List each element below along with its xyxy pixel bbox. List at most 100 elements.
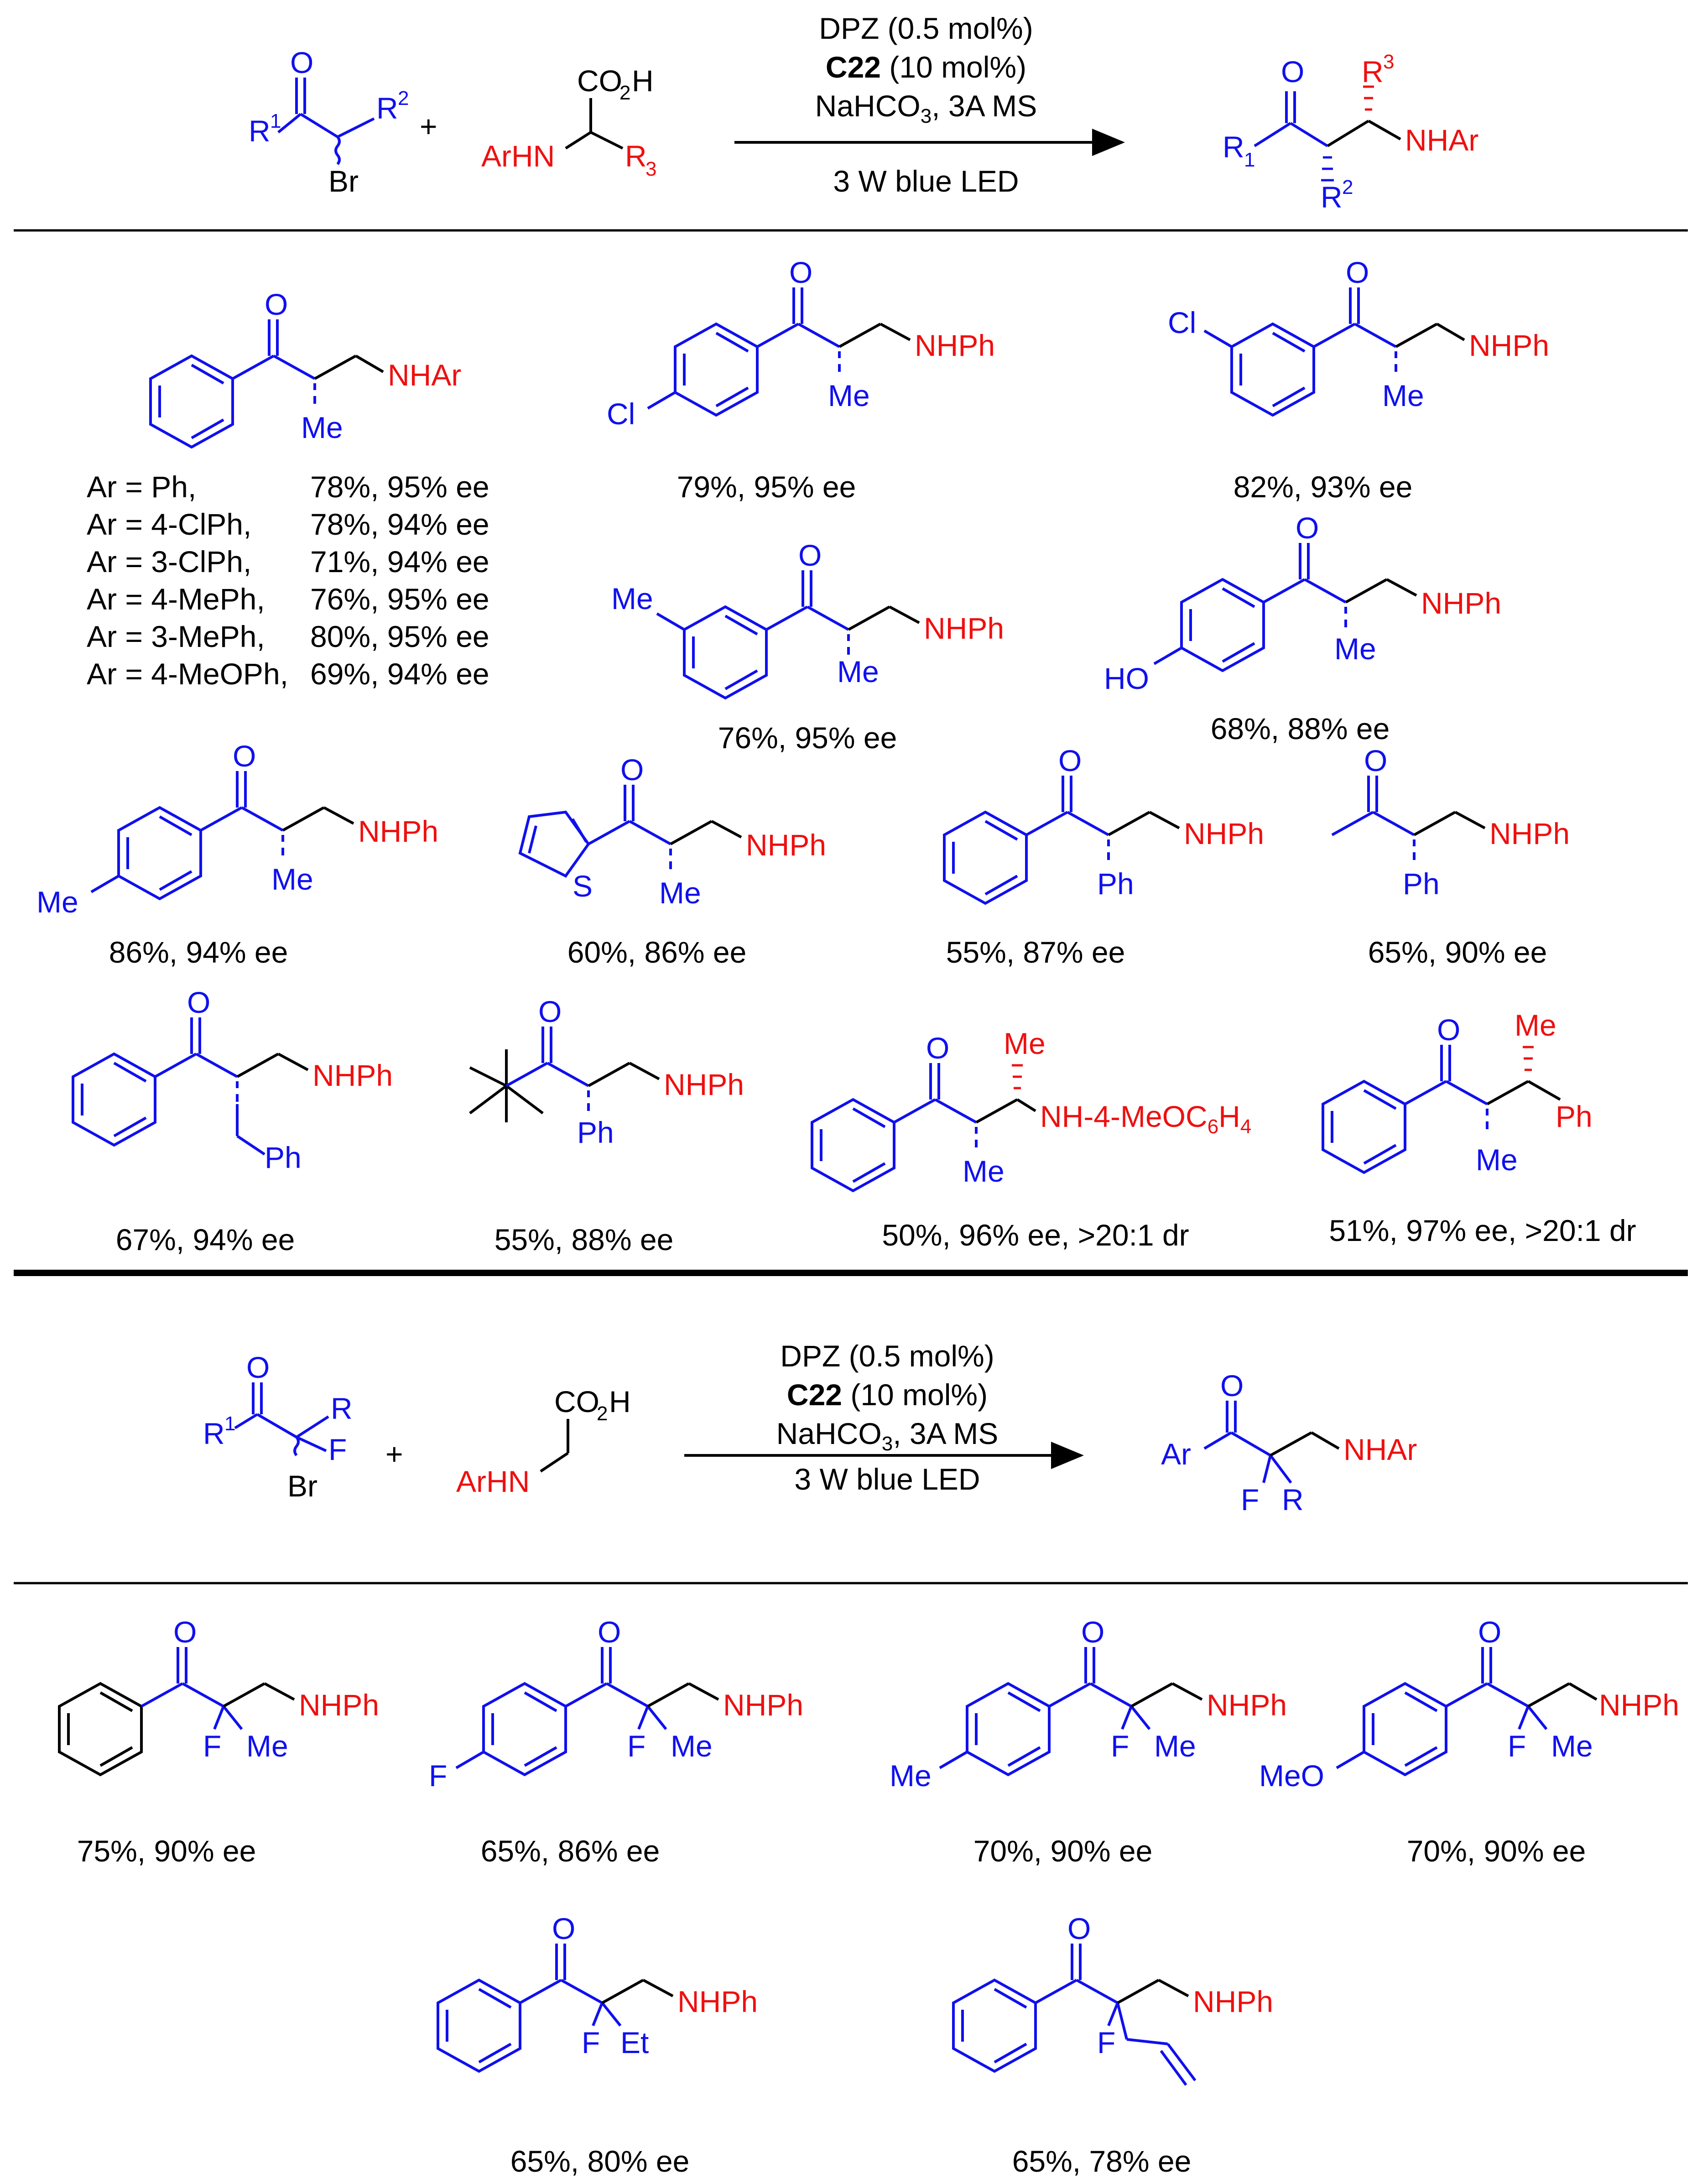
scheme2-reactant1-f: F [328, 1433, 347, 1466]
panel1-product-11-caption: 55%, 88% ee [494, 1223, 674, 1256]
scheme1-reactant2-co2h-h: H [632, 64, 654, 98]
panel2-product-5-caption: 65%, 80% ee [510, 2144, 690, 2178]
panel1-product-6 [90, 771, 354, 901]
panel2-product-4-o: O [1478, 1615, 1501, 1649]
ar-row-3-result: 71%, 94% ee [310, 545, 489, 579]
panel1-product-5-nhph: NHPh [1421, 586, 1501, 620]
panel2-product-6-o: O [1067, 1912, 1091, 1945]
panel1-product-7-me: Me [659, 876, 701, 910]
panel2-product-4-me: Me [1551, 1729, 1593, 1763]
scheme2-light-source: 3 W blue LED [794, 1462, 980, 1496]
panel1-product-10-o: O [187, 985, 210, 1019]
panel2-product-5-et: Et [620, 2026, 649, 2059]
scheme1-reactant2-co2h: CO [577, 64, 622, 98]
scheme1-product [1254, 91, 1328, 147]
panel1-product-11-ph: Ph [577, 1115, 614, 1149]
scheme1-reactant1-r1-sup: 1 [270, 110, 281, 132]
scheme2-reactant2-co2h: CO [554, 1385, 599, 1418]
panel1-product-8-o: O [1058, 744, 1082, 777]
panel1-product-12 [811, 1063, 1036, 1193]
scheme1-product-r3: R [1362, 55, 1384, 89]
panel2-product-3-o: O [1081, 1615, 1104, 1649]
panel1-product-2-nhph: NHPh [915, 328, 995, 362]
panel1-product-5 [1153, 543, 1417, 672]
scheme2-product-f: F [1241, 1483, 1259, 1517]
panel1-product-9-o: O [1364, 744, 1387, 777]
scheme1-product-r3-sup: 3 [1383, 51, 1394, 73]
panel1-product-6-me: Me [271, 862, 313, 896]
panel2-product-2-nhph: NHPh [723, 1688, 803, 1722]
panel1-product-4-nhph: NHPh [924, 611, 1004, 645]
panel2-product-2 [455, 1647, 719, 1777]
panel1-product-12-amine: NH-4-MeOC6H4 [1040, 1100, 1251, 1138]
panel2-product-3-me: Me [1154, 1729, 1196, 1763]
scheme2-reactant-bromofluoro-ketone [234, 1382, 329, 1456]
panel2-product-2-caption: 65%, 86% ee [481, 1834, 660, 1868]
panel1-product-2 [647, 287, 911, 417]
scheme2-reactant-glycine [540, 1419, 569, 1473]
panel1-product-13-o: O [1437, 1013, 1460, 1047]
panel1-product-3-cl: Cl [1168, 306, 1196, 339]
scheme1-product-r2: R [1321, 180, 1343, 214]
panel1-product-5-o: O [1296, 511, 1319, 545]
ar-row-1-result: 78%, 95% ee [310, 470, 489, 504]
panel1-product-12-caption: 50%, 96% ee, >20:1 dr [882, 1218, 1189, 1252]
panel2-product-6 [952, 1944, 1197, 2086]
panel1-product-7-caption: 60%, 86% ee [567, 935, 747, 969]
panel1-product-9-nhph: NHPh [1489, 817, 1570, 850]
panel2-product-5-o: O [552, 1912, 575, 1945]
panel1-product-13-me-top: Me [1515, 1008, 1556, 1042]
panel1-product-8-ph: Ph [1097, 867, 1134, 901]
panel1-product-4-caption: 76%, 95% ee [718, 721, 897, 755]
panel1-product-10-caption: 67%, 94% ee [116, 1223, 295, 1256]
scheme1-reactant2-r3: R [625, 139, 647, 173]
ar-row-6-label: Ar = 4-MeOPh, [87, 657, 288, 691]
panel1-product-8-nhph: NHPh [1184, 817, 1264, 850]
scheme1-base-sieves: NaHCO3, 3A MS [815, 89, 1037, 127]
panel2-product-4 [1336, 1647, 1598, 1777]
panel2-product-3-caption: 70%, 90% ee [973, 1834, 1153, 1868]
scheme1-plus: + [420, 109, 437, 143]
panel2-product-1 [58, 1647, 295, 1777]
scheme1-reactant1-r2-sup: 2 [398, 87, 409, 109]
panel1-product-3 [1203, 287, 1465, 417]
scheme2-product [1203, 1401, 1340, 1484]
panel1-product-5-caption: 68%, 88% ee [1211, 712, 1390, 745]
scheme1-reactant1-r1: R [249, 114, 271, 148]
panel1-product-6-nhph: NHPh [358, 814, 438, 848]
ar-row-1-label: Ar = Ph, [87, 470, 196, 504]
panel1-product-4-o: O [798, 538, 822, 572]
panel2-product-2-f-aryl: F [429, 1759, 447, 1793]
ar-row-2-label: Ar = 4-ClPh, [87, 507, 251, 541]
panel1-product-3-me: Me [1382, 379, 1424, 412]
panel2-product-5 [437, 1944, 674, 2073]
ar-row-4-label: Ar = 4-MePh, [87, 582, 265, 616]
panel1-product-7-s: S [573, 869, 593, 903]
panel1-product-3-nhph: NHPh [1469, 328, 1549, 362]
panel2-product-1-nhph: NHPh [299, 1688, 379, 1722]
scheme2-reactant2-arhn: ArHN [456, 1465, 530, 1498]
scheme2-plus: + [385, 1437, 403, 1471]
scheme1-reactant1-br: Br [328, 164, 359, 198]
scheme2-reactant1-br: Br [287, 1469, 317, 1503]
ar-row-5-label: Ar = 3-MePh, [87, 620, 265, 653]
scheme2-reactant2-co2h-sub: 2 [597, 1402, 608, 1425]
scheme1-product-r2-sup: 2 [1342, 176, 1353, 198]
panel2-product-1-o: O [173, 1615, 197, 1649]
panel2-product-2-f: F [627, 1729, 645, 1763]
scheme2-product-o: O [1220, 1369, 1244, 1402]
panel1-product-5-ho: HO [1104, 662, 1149, 695]
panel1-product-7 [518, 785, 742, 878]
scheme-2: O R 1 R F Br + CO 2 H ArHN DPZ (0.5 mol%… [203, 1339, 1417, 1517]
panel1-product-9-caption: 65%, 90% ee [1368, 935, 1547, 969]
panel1-product-10-nhph: NHPh [312, 1058, 393, 1092]
panel1-product-9 [1331, 776, 1486, 860]
panel1-product-6-me-sub: Me [36, 885, 78, 919]
panel2-product-1-me: Me [246, 1729, 288, 1763]
panel2-product-1-f: F [203, 1729, 221, 1763]
scheme2-reactant1-r: R [331, 1392, 353, 1425]
panel1-product-7-o: O [620, 753, 644, 787]
panel1-product-1-o: O [265, 287, 288, 321]
panel1-product-7-nhph: NHPh [746, 828, 826, 862]
